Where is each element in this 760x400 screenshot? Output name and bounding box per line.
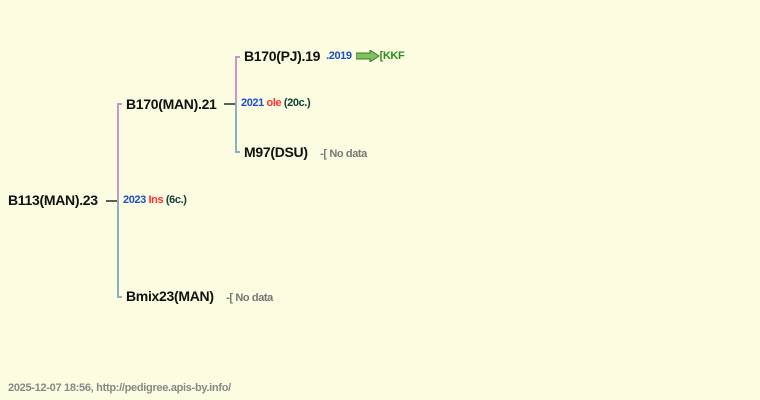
sire-sire-branch bbox=[235, 56, 237, 104]
dam-node[interactable]: Bmix23(MAN) -[ No data bbox=[126, 288, 273, 306]
sire-dam-tick bbox=[235, 151, 240, 153]
sire-flag: ole bbox=[266, 97, 282, 109]
root-year: 2023 bbox=[123, 194, 146, 206]
dam-nodata: -[ No data bbox=[226, 292, 273, 304]
root-count: (6c.) bbox=[165, 194, 187, 206]
sire-dam-name[interactable]: M97(DSU) bbox=[244, 144, 308, 160]
sire-dam-nodata: -[ No data bbox=[320, 148, 367, 160]
sire-sire-year: .2019 bbox=[326, 50, 352, 62]
footer-timestamp: 2025-12-07 18:56, http://pedigree.apis-b… bbox=[8, 382, 231, 394]
sire-year: 2021 bbox=[241, 97, 264, 109]
root-flag: Ins bbox=[148, 194, 164, 206]
sire-name[interactable]: B170(MAN).21 bbox=[126, 96, 217, 112]
root-meta: 2023 Ins (6c.) bbox=[123, 194, 187, 206]
sire-sire-tick bbox=[235, 56, 240, 58]
root-node[interactable]: B113(MAN).23 bbox=[8, 192, 98, 210]
sire-sire-name[interactable]: B170(PJ).19 bbox=[244, 48, 321, 64]
sire-connector bbox=[224, 103, 236, 105]
sire-dam-node[interactable]: M97(DSU) -[ No data bbox=[244, 144, 367, 162]
arrow-right-icon bbox=[355, 50, 380, 62]
root-sire-tick bbox=[117, 103, 122, 105]
sire-node[interactable]: B170(MAN).21 bbox=[126, 96, 217, 114]
sire-dam-branch bbox=[235, 103, 237, 152]
root-name[interactable]: B113(MAN).23 bbox=[8, 192, 98, 208]
root-connector bbox=[106, 200, 118, 202]
sire-count: (20c.) bbox=[283, 97, 311, 109]
kkf-link[interactable]: [KKF bbox=[379, 50, 405, 62]
root-dam-branch bbox=[117, 200, 119, 297]
dam-name[interactable]: Bmix23(MAN) bbox=[126, 288, 214, 304]
sire-meta: 2021 ole (20c.) bbox=[241, 97, 311, 109]
root-sire-branch bbox=[117, 103, 119, 201]
root-dam-tick bbox=[117, 296, 122, 298]
sire-sire-node[interactable]: B170(PJ).19 .2019 [KKF bbox=[244, 48, 405, 64]
